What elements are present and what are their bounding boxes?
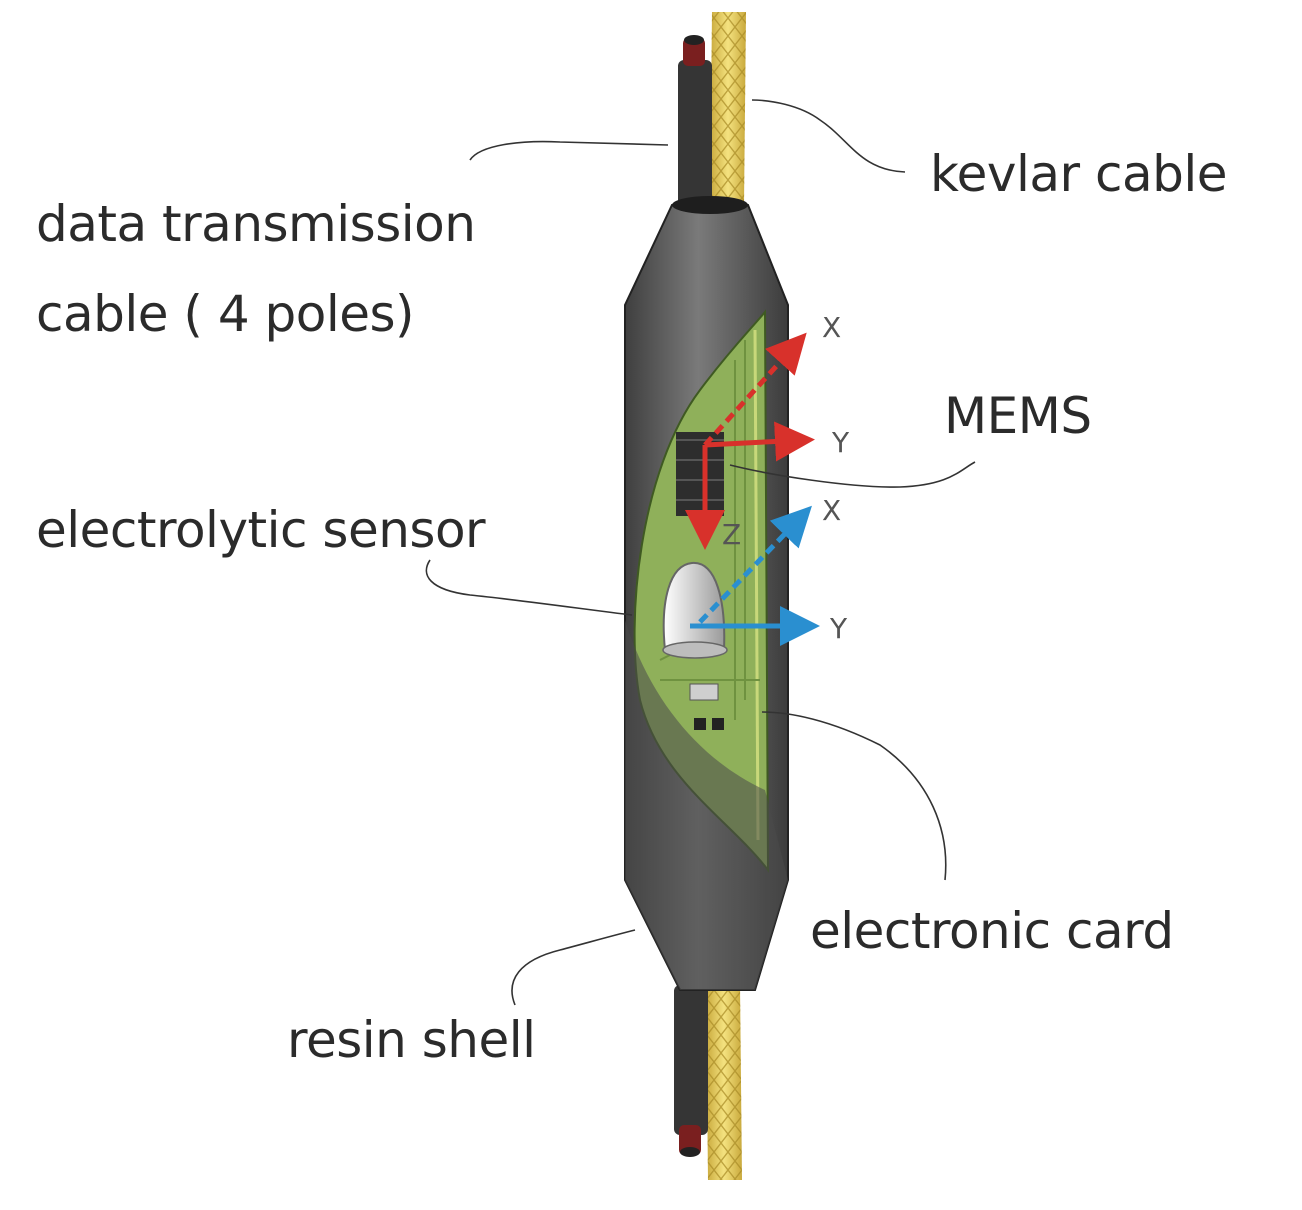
resin-shell-label: resin shell (287, 1011, 536, 1069)
leader-lines (425, 99, 976, 1006)
data-cable-bottom (674, 985, 708, 1157)
electrolytic-x-arrow (698, 505, 812, 624)
electrolytic-x-label: X (822, 494, 841, 527)
kevlar-cable-label: kevlar cable (930, 145, 1228, 203)
kevlar-cable-top (710, 12, 746, 205)
kevlar-cable-bottom (706, 985, 742, 1180)
mems-axes: X Y Z (685, 311, 850, 551)
leader-data-cable (469, 140, 669, 161)
mems-label: MEMS (944, 387, 1092, 445)
data-cable-label-line2: cable ( 4 poles) (36, 285, 415, 343)
leader-mems (729, 461, 976, 488)
electrolytic-y-label: Y (829, 612, 848, 645)
mems-y-arrow (704, 421, 815, 462)
electrolytic-axes: X Y (690, 494, 848, 646)
leader-electrolytic (425, 559, 633, 616)
mems-z-label: Z (722, 518, 741, 551)
data-cable-top (678, 35, 712, 210)
leader-resin-shell (511, 929, 636, 1006)
data-cable-label-line1: data transmission (36, 195, 476, 253)
electrolytic-sensor-label: electrolytic sensor (36, 501, 486, 559)
mems-x-label: X (822, 311, 841, 344)
electronic-card-label: electronic card (810, 902, 1174, 960)
leader-kevlar (751, 99, 906, 173)
mems-x-arrow (703, 332, 807, 447)
mems-y-label: Y (831, 426, 850, 459)
leader-electronic-card (761, 711, 947, 881)
